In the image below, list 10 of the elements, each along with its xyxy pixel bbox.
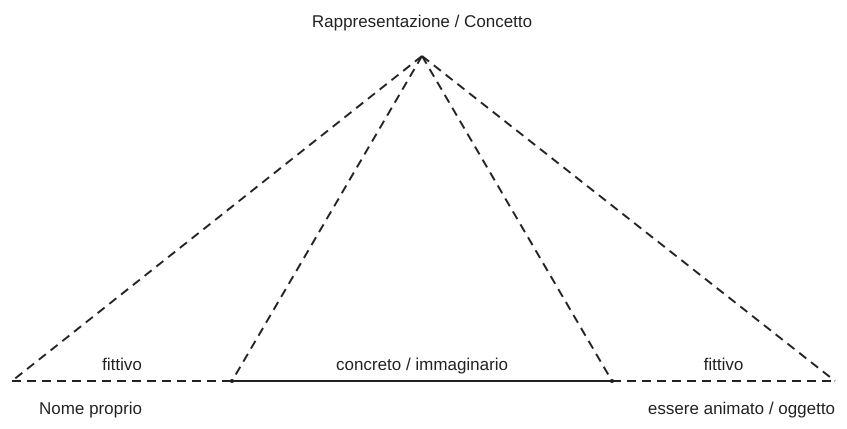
dashed-line [421,56,613,382]
vertex-label: Rappresentazione / Concetto [312,12,532,32]
vertex-label: essere animato / oggetto [648,399,835,419]
dashed-line [12,380,232,382]
solid-line [232,380,612,382]
vertex-label: Nome proprio [39,399,142,419]
vertex-dot [610,379,614,383]
dashed-line [421,55,836,382]
dashed-line [231,56,423,382]
vertex-dot [230,379,234,383]
